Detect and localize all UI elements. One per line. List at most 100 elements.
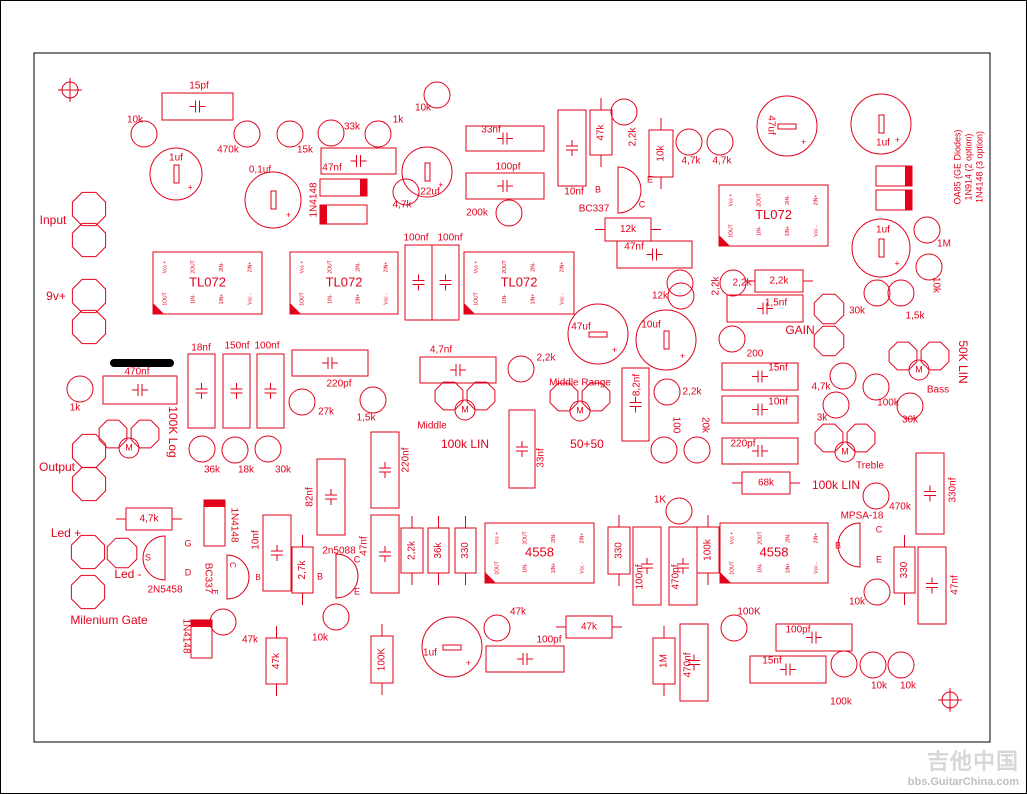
capacitor-value: 15nf [762, 656, 782, 667]
capacitor-value: 15pf [189, 81, 209, 92]
standing-resistor: 4,7k [706, 128, 734, 167]
resistor-value: 36k [433, 541, 444, 558]
milenium-gate-label: Milenium Gate [70, 613, 148, 627]
standing-resistor: 1M [913, 216, 951, 250]
resistor-pad [288, 388, 316, 416]
capacitor-value: 1uf [423, 648, 437, 659]
resistor: 47k [556, 615, 622, 639]
standing-resistor: 4,7k [392, 178, 420, 211]
electrolytic-capacitor: +1uf [149, 147, 203, 201]
resistor: 100K [370, 624, 394, 695]
resistor: 10k [648, 118, 674, 189]
capacitor-body [915, 452, 945, 535]
pin-label: Vcc - [813, 225, 819, 237]
standing-resistor: 4,7k [675, 128, 703, 167]
octagon-pad [71, 222, 107, 258]
film-capacitor: 150nf [222, 341, 251, 429]
resistor: 36k [427, 516, 450, 585]
resistor-value: 100k [830, 697, 853, 708]
cathode-band [204, 500, 225, 507]
resistor-value: 4,7k [812, 382, 832, 393]
pin-label: Vcc + [299, 261, 305, 274]
pin-label: 1OUT [299, 292, 305, 305]
film-capacitor: 18nf [187, 343, 216, 429]
standing-resistor: 1,5k [887, 279, 925, 322]
pot-value-label: 100k LIN [441, 437, 489, 451]
cathode-band [320, 205, 327, 224]
film-capacitor: 100nf [632, 526, 662, 606]
transistor-label: BC337 [202, 563, 213, 594]
pot-pad [846, 423, 876, 453]
resistor-value: 10k [312, 633, 329, 644]
resistor-value: 2,2k [770, 276, 790, 287]
capacitor-value: 47uf [571, 322, 591, 333]
ic-outline [152, 251, 263, 315]
standing-resistor: 2,2k [610, 98, 639, 146]
film-capacitor: 470nf [679, 623, 709, 702]
pin1-marker [485, 572, 496, 583]
pot-wiper-label: M [461, 404, 469, 414]
pin-label: 2OUT [502, 260, 508, 273]
capacitor-value: 18nf [191, 343, 211, 354]
capacitor-value: 100nf [437, 233, 462, 244]
resistor-value: 3k [817, 413, 829, 424]
resistor-pad [392, 178, 420, 206]
pin-label: 2IN- [785, 533, 791, 543]
potentiometer: M [834, 441, 856, 463]
pin-label: Vcc + [494, 532, 500, 545]
capacitor-value: 0,1uf [249, 165, 271, 176]
electrolytic-capacitor: +10uf [635, 309, 697, 371]
resistor-value: 1M [659, 654, 670, 668]
capacitor-value: 1uf [169, 153, 183, 164]
mounting-mark [938, 688, 962, 712]
ic-outline [484, 522, 595, 584]
resistor-pad [830, 650, 858, 678]
diode-label: 1N4148 [228, 507, 239, 542]
pot-pad [888, 341, 918, 371]
capacitor-body [404, 244, 433, 321]
pot-value-label: 100k LIN [812, 478, 860, 492]
resistor: 12k [595, 217, 661, 242]
pin-letter: E [647, 174, 653, 184]
resistor-value: 470k [217, 145, 240, 156]
pin-label: 2IN+ [247, 262, 253, 273]
capacitor-body [161, 92, 234, 121]
film-capacitor: 15nf [721, 362, 799, 391]
capacitor-body [370, 431, 400, 509]
resistor-pad [887, 279, 915, 307]
pin-label: 1OUT [494, 561, 500, 574]
capacitor-body [721, 437, 799, 465]
capacitor-outline [149, 147, 203, 201]
standing-resistor: 1K [654, 495, 693, 525]
resistor-pad [720, 614, 748, 642]
resistor: 4,7k [116, 507, 182, 531]
film-capacitor: 8,2nf [621, 367, 650, 442]
film-capacitor: 100pf [465, 162, 545, 200]
ic-name: TL072 [189, 274, 226, 289]
pot-wiper-label: M [125, 442, 133, 452]
film-capacitor: 220nf [370, 431, 412, 509]
pin-label: 1IN- [327, 294, 333, 304]
octagon-pad [71, 309, 107, 345]
standing-resistor: 10k [915, 253, 943, 294]
pot-pad [466, 381, 496, 411]
mounting-mark [58, 78, 82, 102]
standing-resistor: 20k [683, 417, 711, 464]
pin-label: 2IN- [531, 262, 537, 272]
resistor-value: 47k [510, 607, 527, 618]
octagon-pad [106, 537, 138, 569]
transistor-label: BC337 [579, 204, 610, 215]
capacitor-value: 33nf [536, 448, 547, 468]
capacitor-body [679, 623, 709, 702]
capacitor-outline [244, 171, 302, 229]
resistor-value: 1M [937, 239, 951, 250]
cathode-band [905, 190, 912, 210]
pin-letter: E [876, 554, 882, 564]
polarity-mark: + [680, 351, 685, 361]
film-capacitor: 100nf [431, 233, 463, 321]
watermark-title: 吉他中国 [926, 750, 1019, 775]
